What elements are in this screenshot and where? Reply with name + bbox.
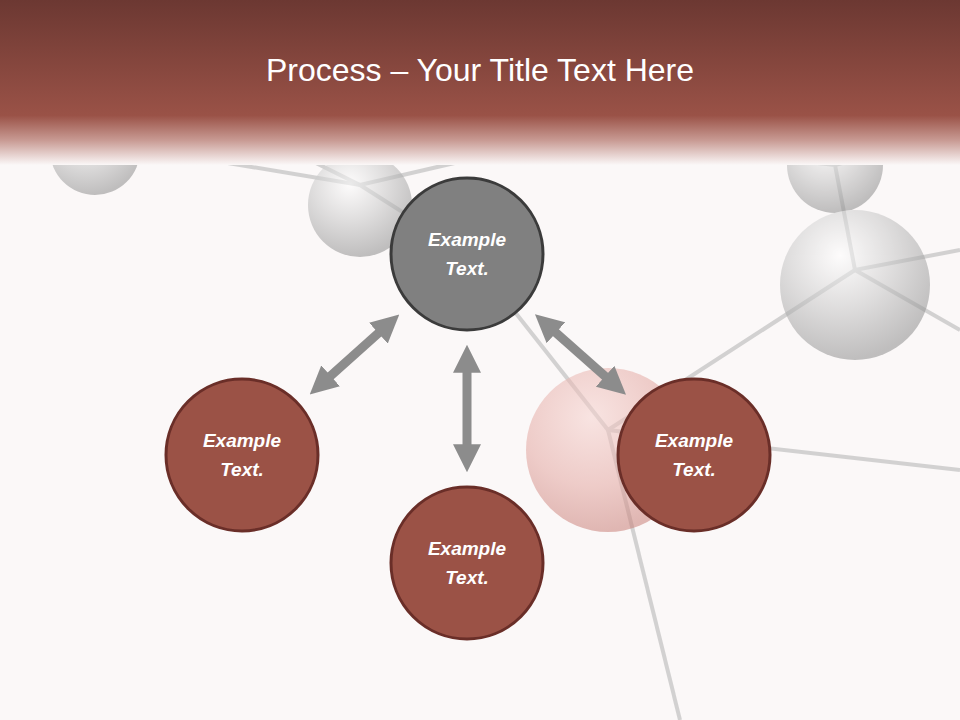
process-circle: Example Text. [164,377,320,533]
node-label: Example Text. [417,225,517,283]
double-arrow [543,322,617,388]
slide-title: Process – Your Title Text Here [0,52,960,89]
circle-outline [389,485,545,641]
process-circle: Example Text. [389,485,545,641]
circle-outline [389,176,545,332]
node-label: Example Text. [417,534,517,592]
hub-circle: Example Text. [389,176,545,332]
process-circle: Example Text. [616,377,772,533]
node-label: Example Text. [644,426,744,484]
node-label: Example Text. [192,426,292,484]
double-arrow [318,322,391,387]
circle-outline [164,377,320,533]
double-arrow [463,356,472,461]
circle-outline [616,377,772,533]
